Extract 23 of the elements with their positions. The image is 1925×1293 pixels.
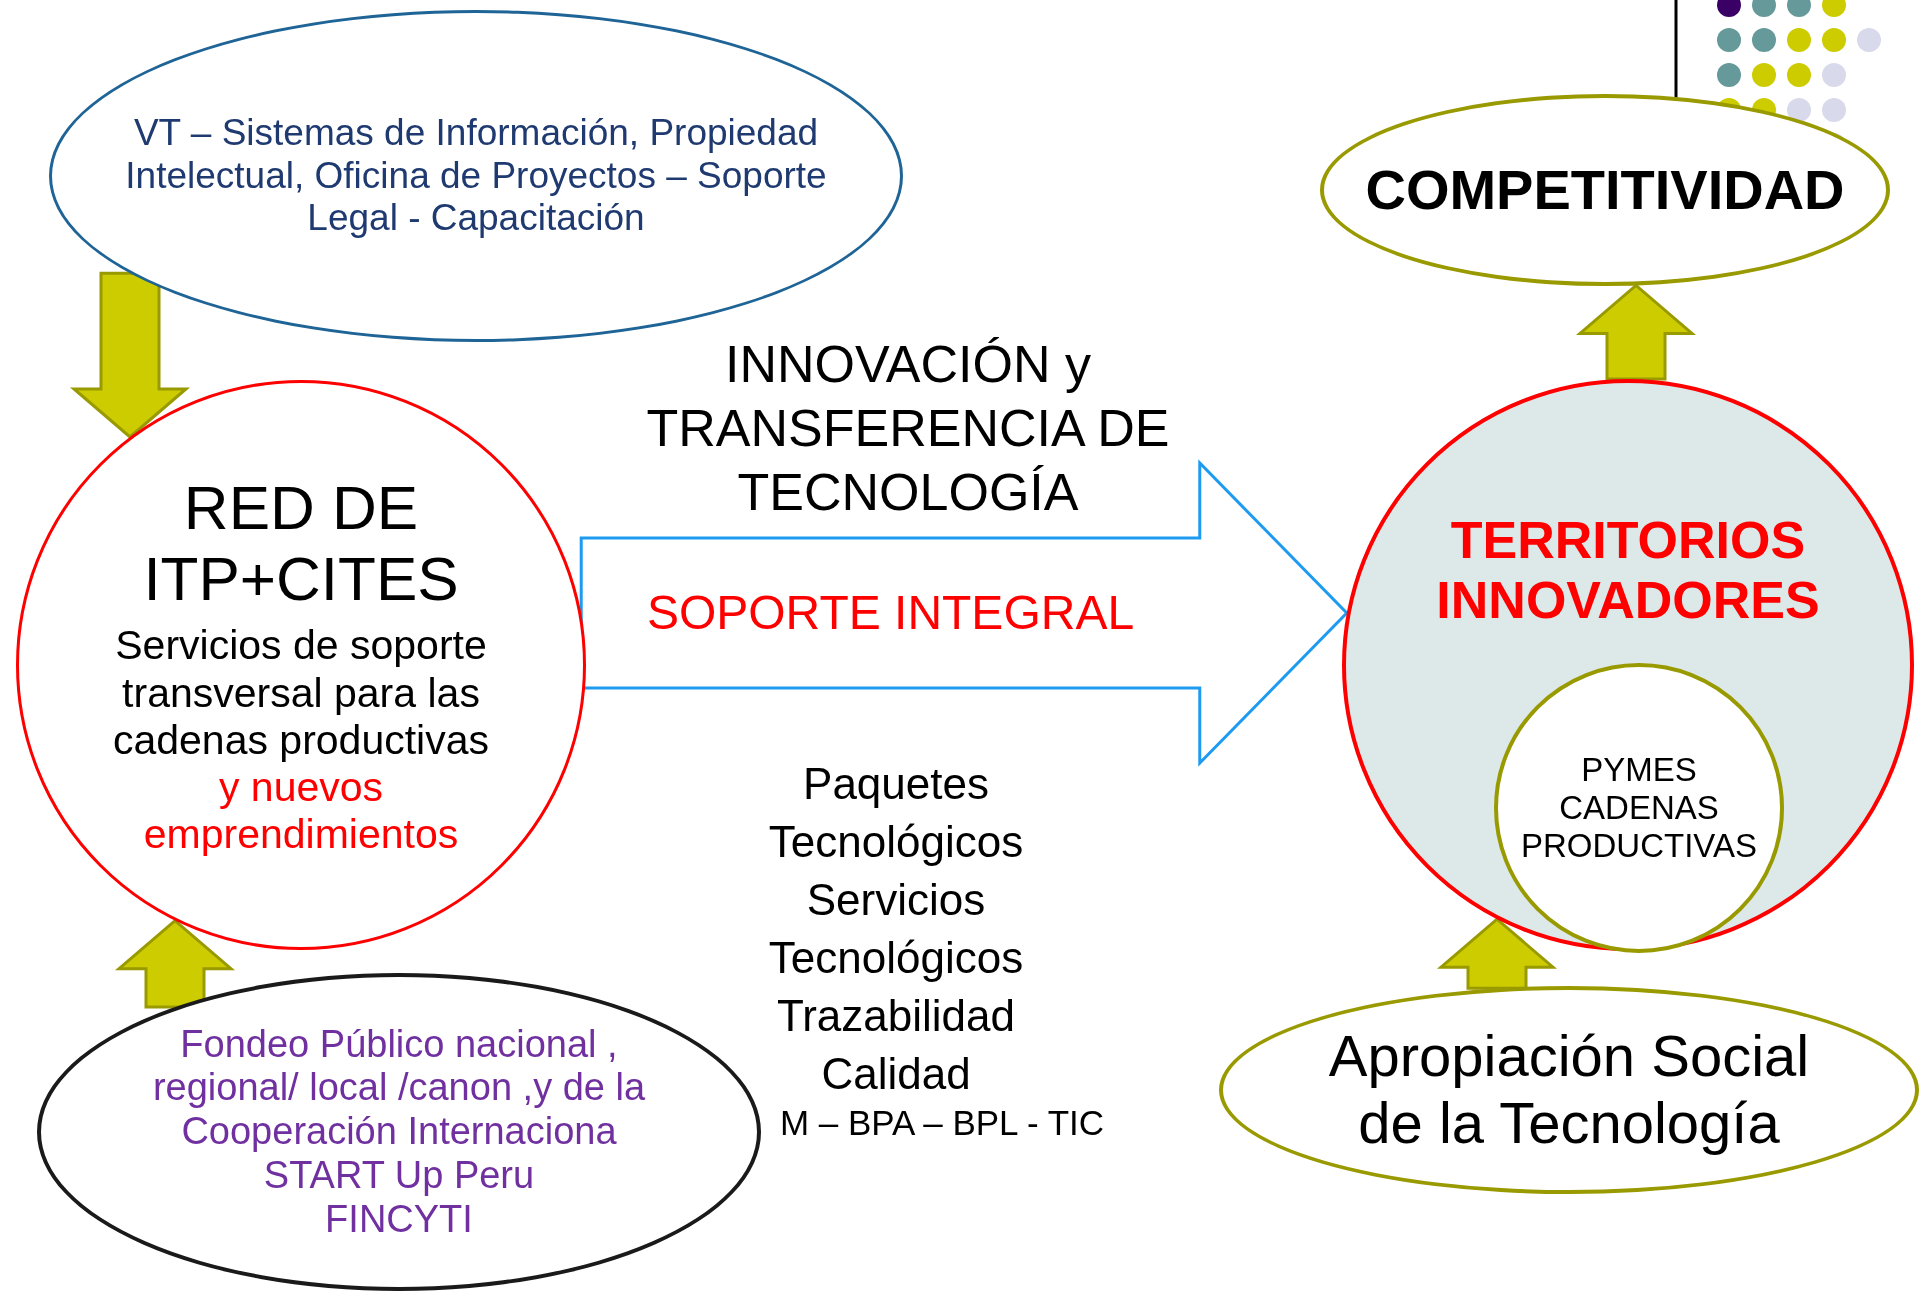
heading: COMPETITIVIDAD (1365, 157, 1845, 223)
block-arrow (1575, 283, 1697, 381)
body-text: Servicios de soporte transversal para las cadenas productivas (111, 622, 491, 764)
block-arrow (69, 271, 191, 439)
block-arrow (1436, 917, 1558, 990)
ellipse-text: Fondeo Público nacional , regional/ local /canon ,y de la Cooperación Internaciona (151, 1022, 647, 1154)
body-text: y nuevos emprendimientos (142, 763, 460, 859)
list-item: Paquetes Tecnológicos (767, 758, 1025, 868)
list-item: Trazabilidad (775, 990, 1016, 1042)
list-item: Servicios Tecnológicos (767, 874, 1025, 984)
ellipse-text: FINCYTI (325, 1197, 473, 1242)
ellipse-text: Apropiación Social de la Tecnología (1327, 1023, 1811, 1157)
circle-text: PYMES CADENAS PRODUCTIVAS (1520, 751, 1758, 865)
list-item: M – BPA – BPL - TIC (778, 1102, 1106, 1144)
edge-label: SOPORTE INTEGRAL (645, 585, 1136, 641)
heading: RED DE ITP+CITES (142, 471, 460, 615)
heading: INNOVACIÓN y TRANSFERENCIA DE TECNOLOGÍA (645, 334, 1171, 523)
list-item: Calidad (820, 1048, 972, 1100)
ellipse-text: START Up Peru (263, 1153, 535, 1198)
block-arrow (579, 459, 1349, 767)
block-arrow (114, 918, 236, 1009)
ellipse-text: VT – Sistemas de Información, Propiedad Intelectual, Oficina de Proyectos – Soporte Legal - Capacitación (124, 112, 828, 240)
heading: TERRITORIOS INNOVADORES (1435, 511, 1821, 631)
